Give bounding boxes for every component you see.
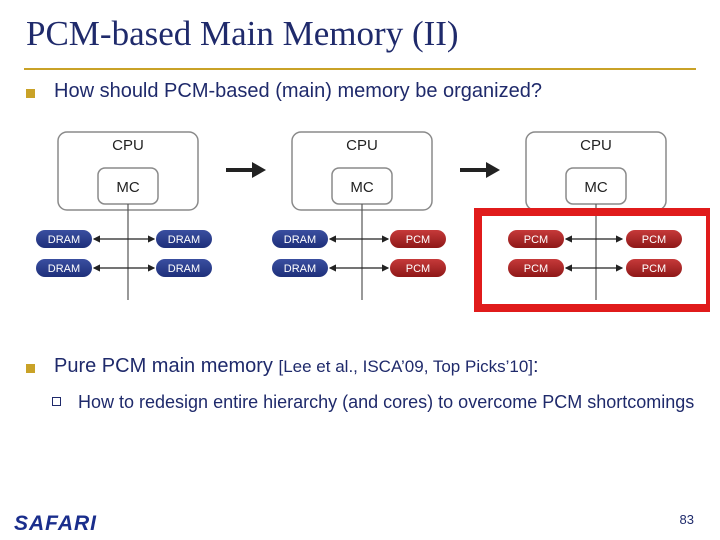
bullet-2-citation: [Lee et al., ISCA’09, Top Picks’10] bbox=[278, 357, 534, 376]
cpu-label: CPU bbox=[580, 137, 612, 154]
bullet-1-text: How should PCM-based (main) memory be or… bbox=[54, 80, 542, 102]
mc-label: MC bbox=[116, 179, 139, 196]
bullet-2-main: Pure PCM main memory bbox=[54, 355, 273, 377]
sub-bullet-marker bbox=[52, 397, 61, 406]
dram-chip bbox=[272, 230, 328, 248]
mc-label: MC bbox=[584, 179, 607, 196]
dram-chip-label: DRAM bbox=[284, 234, 316, 246]
cpu-label: CPU bbox=[112, 137, 144, 154]
page-number: 83 bbox=[679, 512, 694, 527]
memory-organization-diagram: CPU MC DRAM DRAM DRAM DRAM CPU MC DRAM bbox=[36, 131, 710, 312]
slide-title: PCM-based Main Memory (II) bbox=[26, 14, 459, 53]
pcm-chip-label: PCM bbox=[406, 263, 430, 275]
pcm-chip-label: PCM bbox=[406, 234, 430, 246]
bullet-marker bbox=[26, 89, 35, 98]
system-dram-only: CPU MC DRAM DRAM DRAM DRAM bbox=[36, 131, 212, 300]
dram-chip bbox=[156, 230, 212, 248]
transition-arrow-icon bbox=[226, 162, 266, 178]
sub-bullet-text: How to redesign entire hierarchy (and co… bbox=[78, 392, 695, 412]
mc-label: MC bbox=[350, 179, 373, 196]
bullet-2-text: Pure PCM main memory [Lee et al., ISCA’0… bbox=[54, 355, 539, 378]
transition-arrow-icon bbox=[460, 162, 500, 178]
pcm-chip bbox=[390, 259, 446, 277]
dram-chip-label: DRAM bbox=[48, 263, 80, 275]
pcm-chip-label: PCM bbox=[642, 263, 666, 275]
pcm-chip-label: PCM bbox=[524, 263, 548, 275]
dram-chip-label: DRAM bbox=[168, 263, 200, 275]
dram-chip-label: DRAM bbox=[168, 234, 200, 246]
dram-chip bbox=[36, 259, 92, 277]
bullet-marker bbox=[26, 364, 35, 373]
dram-chip-label: DRAM bbox=[284, 263, 316, 275]
pure-pcm-highlight-box bbox=[474, 208, 710, 312]
system-hybrid: CPU MC DRAM PCM DRAM PCM bbox=[272, 131, 446, 300]
dram-chip bbox=[156, 259, 212, 277]
pcm-chip bbox=[626, 259, 682, 277]
dram-chip-label: DRAM bbox=[48, 234, 80, 246]
pcm-chip bbox=[626, 230, 682, 248]
cpu-label: CPU bbox=[346, 137, 378, 154]
dram-chip bbox=[36, 230, 92, 248]
pcm-chip bbox=[390, 230, 446, 248]
dram-chip bbox=[272, 259, 328, 277]
pcm-chip-label: PCM bbox=[524, 234, 548, 246]
pcm-chip-label: PCM bbox=[642, 234, 666, 246]
pcm-chip bbox=[508, 259, 564, 277]
pcm-chip bbox=[508, 230, 564, 248]
safari-logo: SAFARI bbox=[14, 512, 98, 535]
system-pure-pcm: CPU MC PCM PCM PCM PCM bbox=[508, 131, 682, 300]
bullet-2-colon: : bbox=[533, 355, 539, 377]
title-underline bbox=[24, 68, 696, 70]
